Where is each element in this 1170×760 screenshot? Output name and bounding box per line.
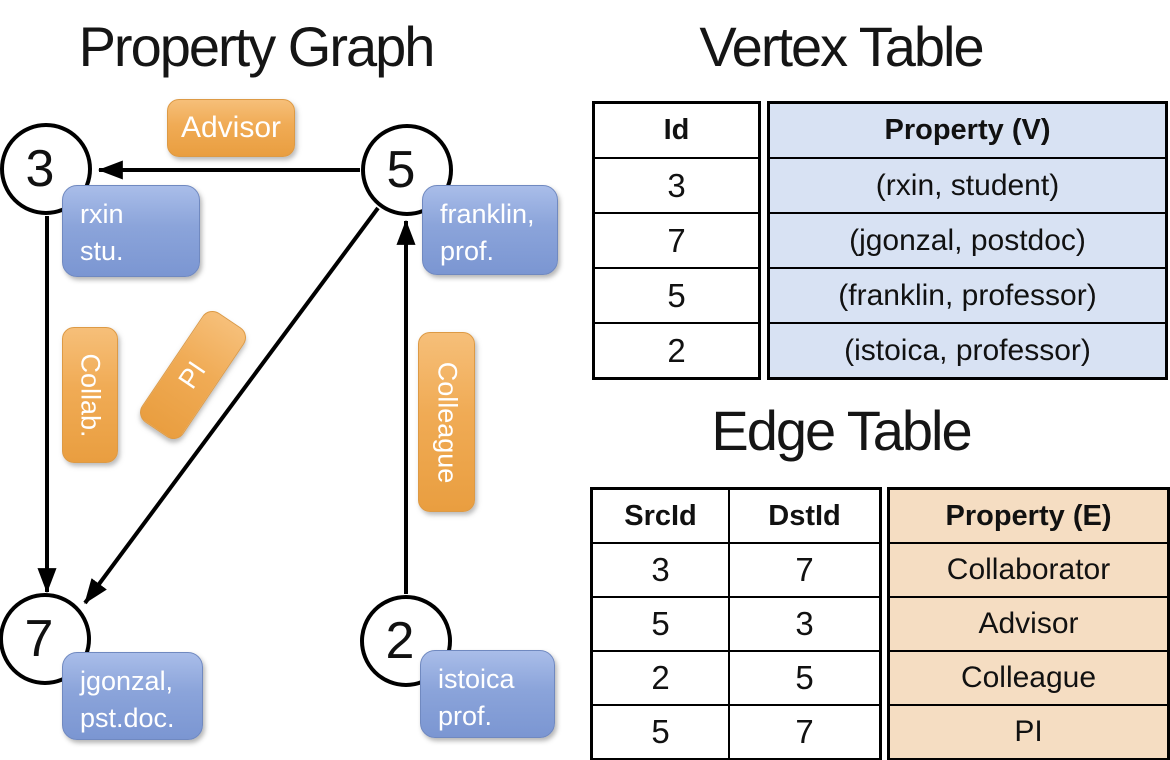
vertex-table-cell: (rxin, student) <box>770 159 1165 212</box>
edge-label-pi: PI <box>135 306 251 444</box>
property-graph-title: Property Graph <box>78 15 436 78</box>
graph-node-3: 3 <box>0 123 92 215</box>
vertex-table-cell: 5 <box>667 276 686 314</box>
node-id-label: 2 <box>385 612 415 670</box>
edge-table-cell: PI <box>890 706 1167 758</box>
graph-node-5: 5 <box>361 124 453 216</box>
edge-table-cell: Collaborator <box>890 544 1167 596</box>
edge-table-id-columns: SrcId DstId 3 7 5 3 2 5 5 7 <box>590 487 882 760</box>
vertex-table: Id 3 7 5 2 Property (V) (rxin, student) … <box>592 101 1168 380</box>
node-id-label: 3 <box>25 140 55 198</box>
vertex-prop-line: pst.doc. <box>80 703 175 733</box>
edge-table-cell: 3 <box>651 551 670 588</box>
edge-table-cell: Advisor <box>890 598 1167 650</box>
edge-table-cell: 5 <box>651 605 670 642</box>
vertex-table-header-id: Id <box>663 114 690 146</box>
vertex-property-card-jgonzal: jgonzal, pst.doc. <box>62 652 203 740</box>
edge-table-header-property: Property (E) <box>890 490 1167 542</box>
edge-table-cell: 3 <box>728 598 879 650</box>
vertex-prop-line: prof. <box>438 701 493 731</box>
vertex-prop-line: prof. <box>440 236 495 266</box>
node-id-label: 5 <box>386 141 416 199</box>
vertex-prop-line: jgonzal, <box>80 666 174 696</box>
vertex-property-card-franklin: franklin, prof. <box>422 185 558 275</box>
vertex-prop-line: rxin <box>80 199 124 229</box>
vertex-prop-line: istoica <box>438 664 515 694</box>
vertex-table-cell: 3 <box>667 166 686 204</box>
vertex-table-cell: (franklin, professor) <box>770 269 1165 322</box>
edge-table: SrcId DstId 3 7 5 3 2 5 5 7 Property (E)… <box>590 487 1170 760</box>
edge-table-cell: 2 <box>651 659 670 696</box>
vertex-table-cell: 7 <box>667 221 686 259</box>
vertex-table-header-property: Property (V) <box>770 104 1165 157</box>
edge-table-header-dstid: DstId <box>728 490 879 542</box>
vertex-table-cell: (istoica, professor) <box>770 324 1165 377</box>
vertex-property-card-istoica: istoica prof. <box>420 650 555 738</box>
vertex-prop-line: stu. <box>80 236 124 266</box>
edge-table-property-column: Property (E) Collaborator Advisor Collea… <box>887 487 1170 760</box>
edge-label-colleague: Colleague <box>418 332 475 512</box>
edge-table-title: Edge Table <box>711 399 972 462</box>
edge-label-collab: Collab. <box>62 327 118 463</box>
edge-table-cell: 5 <box>728 652 879 704</box>
vertex-table-id-column: Id 3 7 5 2 <box>592 101 761 380</box>
vertex-prop-line: franklin, <box>440 199 535 229</box>
edge-label-text: Colleague <box>432 361 462 483</box>
edge-label-advisor: Advisor <box>167 99 295 157</box>
edge-label-text: PI <box>173 355 213 394</box>
edge-label-text: Collab. <box>75 352 106 438</box>
vertex-table-cell: 2 <box>667 331 686 369</box>
vertex-property-card-rxin: rxin stu. <box>62 185 200 277</box>
edge-table-cell: 7 <box>728 544 879 596</box>
node-id-label: 7 <box>24 610 54 668</box>
vertex-table-property-column: Property (V) (rxin, student) (jgonzal, p… <box>767 101 1168 380</box>
edge-table-header-srcid: SrcId <box>624 499 697 532</box>
vertex-table-title: Vertex Table <box>699 15 984 78</box>
edge-table-cell: 5 <box>651 713 670 750</box>
edge-table-cell: Colleague <box>890 652 1167 704</box>
vertex-table-cell: (jgonzal, postdoc) <box>770 214 1165 267</box>
edge-table-cell: 7 <box>728 706 879 758</box>
edge-label-text: Advisor <box>180 111 282 144</box>
